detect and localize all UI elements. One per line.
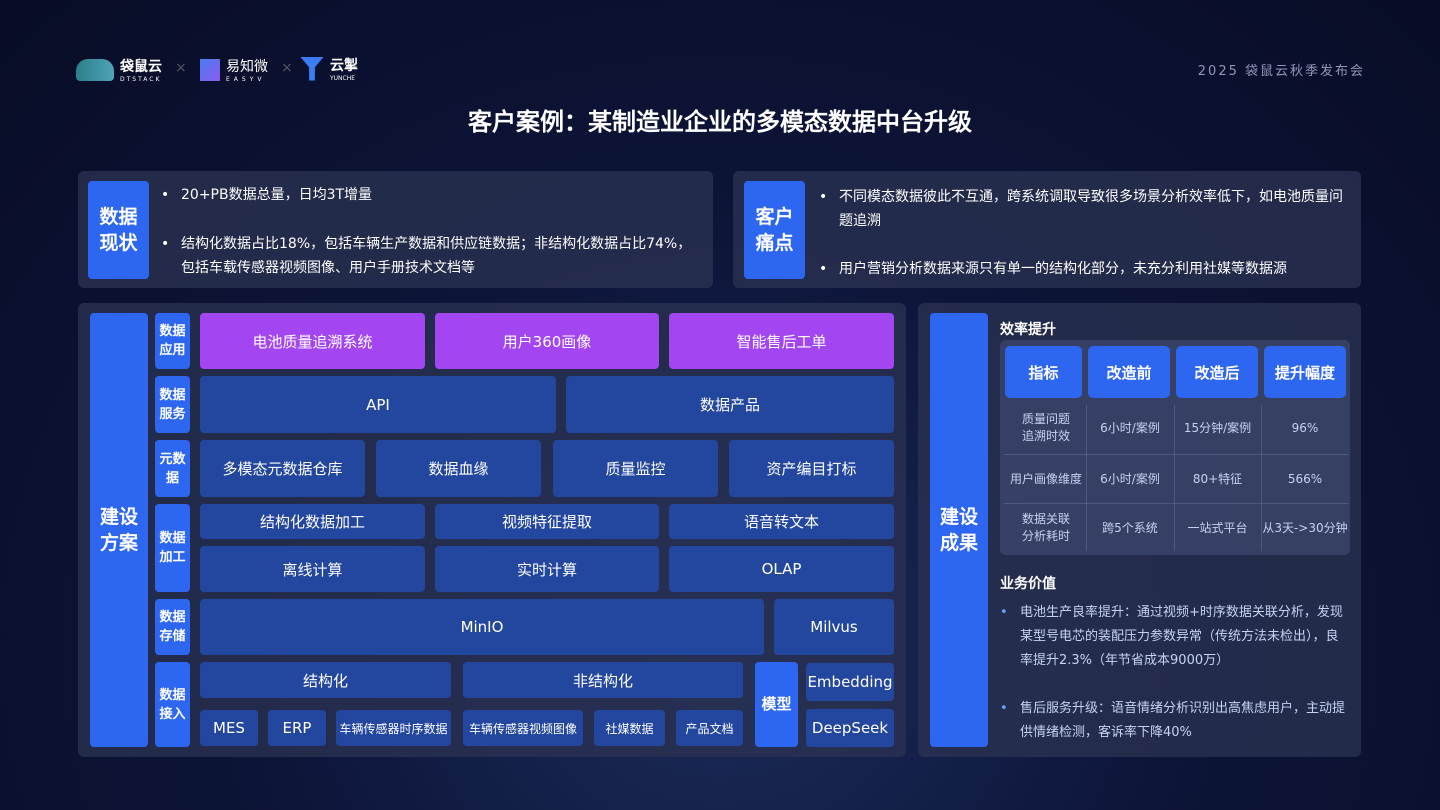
- compute-module: 离线计算: [200, 546, 425, 592]
- status-bullet: •20+PB数据总量，日均3T增量: [161, 187, 373, 203]
- app-module: 智能售后工单: [669, 313, 894, 369]
- source-module: 车辆传感器时序数据: [336, 710, 451, 746]
- value-title: 业务价值: [1000, 576, 1056, 592]
- table-cell: 6小时/案例: [1100, 420, 1160, 435]
- table-header: 改造后: [1176, 346, 1258, 398]
- pain-panel: [733, 171, 1361, 288]
- table-cell: 从3天->30分钟: [1262, 520, 1348, 535]
- col-divider: [1261, 405, 1262, 551]
- results-label: 建设成果: [930, 313, 988, 747]
- page-title: 客户案例：某制造业企业的多模态数据中台升级: [468, 108, 972, 136]
- model-module: Embedding: [806, 663, 894, 701]
- col-divider: [1086, 405, 1087, 551]
- pain-label: 客户痛点: [744, 181, 805, 279]
- source-module: MES: [200, 710, 258, 746]
- unstructured-group: 非结构化: [463, 662, 743, 698]
- table-cell: 质量问题追溯时效: [1021, 412, 1070, 443]
- table-cell: 15分钟/案例: [1183, 420, 1252, 435]
- storage-module: MinIO: [200, 599, 764, 655]
- service-module: 数据产品: [566, 376, 894, 433]
- table-cell: 6小时/案例: [1100, 471, 1160, 486]
- meta-module: 质量监控: [553, 440, 718, 497]
- value-bullet: •电池生产良率提升：通过视频+时序数据关联分析，发现某型号电芯的装配压力参数异常…: [1000, 605, 1343, 668]
- process-module: 语音转文本: [669, 504, 894, 539]
- col-divider: [1174, 405, 1175, 551]
- layer-service-label: 数据服务: [155, 376, 190, 433]
- table-cell: 一站式平台: [1187, 520, 1248, 535]
- process-module: 视频特征提取: [435, 504, 659, 539]
- bullet-text: 不同模态数据彼此不互通，跨系统调取导致很多场景分析效率低下，如电池质量问题追溯: [839, 189, 1343, 229]
- cloud-logo-icon: [76, 58, 114, 81]
- compute-module: OLAP: [669, 546, 894, 592]
- meta-module: 资产编目打标: [729, 440, 894, 497]
- event-name: 2025 袋鼠云秋季发布会: [1197, 64, 1365, 79]
- logo-sub: DTSTACK: [120, 76, 162, 83]
- table-cell: 数据关联分析耗时: [1021, 512, 1070, 543]
- bullet-text: 20+PB数据总量，日均3T增量: [181, 187, 373, 203]
- compute-module: 实时计算: [435, 546, 659, 592]
- app-module: 用户360画像: [435, 313, 659, 369]
- e-logo-icon: [200, 58, 220, 81]
- solution-label: 建设方案: [90, 313, 148, 747]
- source-module: 产品文档: [676, 710, 743, 746]
- value-bullet: •售后服务升级：语音情绪分析识别出高焦虑用户，主动提供情绪检测，客诉率下降40%: [1000, 701, 1346, 740]
- logo-name: 云掣: [330, 58, 358, 74]
- layer-app-label: 数据应用: [155, 313, 190, 369]
- storage-module: Milvus: [774, 599, 894, 655]
- layer-ingest-label: 数据接入: [155, 662, 190, 747]
- table-cell: 96%: [1291, 420, 1319, 435]
- process-module: 结构化数据加工: [200, 504, 425, 539]
- source-module: 社媒数据: [594, 710, 665, 746]
- model-label: 模型: [755, 662, 798, 747]
- status-bullet: •结构化数据占比18%，包括车辆生产数据和供应链数据；非结构化数据占比74%，包…: [161, 236, 692, 276]
- table-header: 改造前: [1088, 346, 1170, 398]
- separator: ×: [281, 60, 293, 76]
- logo-name: 袋鼠云: [120, 59, 162, 75]
- table-header: 提升幅度: [1264, 346, 1346, 398]
- bullet-text: 用户营销分析数据来源只有单一的结构化部分，未充分利用社媒等数据源: [839, 261, 1287, 277]
- layer-storage-label: 数据存储: [155, 599, 190, 655]
- meta-module: 多模态元数据仓库: [200, 440, 365, 497]
- bullet-text: 结构化数据占比18%，包括车辆生产数据和供应链数据；非结构化数据占比74%，包括…: [181, 236, 692, 276]
- table-cell: 566%: [1287, 471, 1323, 486]
- efficiency-title: 效率提升: [1000, 322, 1056, 338]
- pain-bullet: •不同模态数据彼此不互通，跨系统调取导致很多场景分析效率低下，如电池质量问题追溯: [819, 189, 1343, 229]
- source-module: ERP: [268, 710, 326, 746]
- table-cell: 用户画像维度: [1009, 471, 1082, 486]
- model-module: DeepSeek: [806, 709, 894, 747]
- service-module: API: [200, 376, 556, 433]
- meta-module: 数据血缘: [376, 440, 541, 497]
- table-header: 指标: [1005, 346, 1082, 398]
- bullet-text: 售后服务升级：语音情绪分析识别出高焦虑用户，主动提供情绪检测，客诉率下降40%: [1020, 701, 1346, 740]
- separator: ×: [175, 60, 187, 76]
- status-panel: [78, 171, 713, 288]
- layer-process-label: 数据加工: [155, 504, 190, 592]
- bullet-text: 电池生产良率提升：通过视频+时序数据关联分析，发现某型号电芯的装配压力参数异常（…: [1020, 605, 1343, 668]
- table-cell: 跨5个系统: [1102, 520, 1158, 535]
- status-label: 数据现状: [88, 181, 149, 279]
- logo-sub: EASYV: [226, 76, 266, 83]
- table-cell: 80+特征: [1192, 471, 1243, 486]
- source-module: 车辆传感器视频图像: [463, 710, 583, 746]
- row-divider: [1004, 454, 1348, 455]
- row-divider: [1004, 503, 1348, 504]
- pain-bullet: •用户营销分析数据来源只有单一的结构化部分，未充分利用社媒等数据源: [819, 261, 1287, 277]
- structured-group: 结构化: [200, 662, 451, 698]
- layer-meta-label: 元数据: [155, 440, 190, 497]
- logo-sub: YUNCHE: [330, 75, 356, 82]
- y-logo-icon: [300, 56, 324, 81]
- app-module: 电池质量追溯系统: [200, 313, 425, 369]
- logo-name: 易知微: [226, 59, 268, 75]
